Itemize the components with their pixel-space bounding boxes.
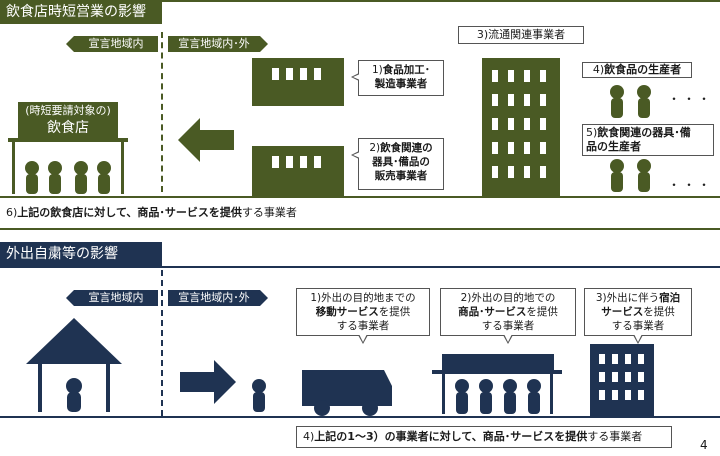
section1-tag-inout: 宣言地域内･外 bbox=[168, 36, 268, 52]
restaurant-icon bbox=[8, 102, 128, 194]
ellipsis: ・・・ bbox=[668, 92, 714, 106]
page-number: 4 bbox=[700, 438, 708, 452]
ellipsis: ・・・ bbox=[668, 178, 714, 192]
hotel-icon bbox=[590, 344, 654, 416]
arrow-left-icon bbox=[178, 118, 234, 162]
people-icon bbox=[610, 159, 651, 192]
truck-icon bbox=[302, 370, 392, 416]
section2-divider bbox=[161, 270, 163, 416]
section1-title: 飲食店時短営業の影響 bbox=[0, 2, 162, 24]
callout-destination-service: 2)外出の目的地での 商品･サービスを提供 する事業者 bbox=[440, 288, 576, 344]
people-icon bbox=[610, 85, 651, 118]
section1-tag-inside: 宣言地域内 bbox=[66, 36, 158, 52]
section2-tag-inside: 宣言地域内 bbox=[66, 290, 158, 306]
person-icon bbox=[252, 379, 266, 412]
callout-lodging-service: 3)外出に伴う宿泊 サービスを提供 する事業者 bbox=[584, 288, 692, 344]
callout-food-processing: 1)食品加工･ 製造事業者 bbox=[351, 60, 444, 96]
factory-icon bbox=[252, 146, 344, 196]
factory-icon bbox=[252, 58, 344, 106]
office-building-icon bbox=[482, 58, 560, 196]
distribution-label: 3)流通関連事業者 bbox=[458, 26, 584, 44]
arrow-right-icon bbox=[180, 360, 236, 404]
section1-footer: 6)上記の飲食店に対して、商品･サービスを提供する事業者 bbox=[0, 196, 720, 230]
equipment-producers-label: 5)飲食関連の器具･備 品の生産者 bbox=[582, 124, 714, 156]
section2-footer: 4)上記の1～3）の事業者に対して、商品･サービスを提供する事業者 bbox=[296, 426, 672, 448]
section2-tag-inout: 宣言地域内･外 bbox=[168, 290, 268, 306]
callout-mobility-service: 1)外出の目的地までの 移動サービスを提供 する事業者 bbox=[296, 288, 430, 344]
callout-equipment-sales: 2)飲食関連の 器具･備品の 販売事業者 bbox=[351, 138, 444, 190]
section1-top-border bbox=[0, 0, 720, 2]
restaurant-label: 飲食店 bbox=[47, 120, 89, 136]
restaurant-sublabel: (時短要請対象の) bbox=[25, 104, 111, 117]
section2-title-underline bbox=[0, 266, 720, 268]
section2-footer-line bbox=[0, 416, 720, 418]
store-icon bbox=[432, 354, 562, 414]
section1-divider bbox=[161, 32, 163, 192]
house-icon bbox=[26, 318, 122, 412]
producers-label: 4)飲食品の生産者 bbox=[582, 62, 692, 78]
section2-title: 外出自粛等の影響 bbox=[0, 242, 162, 266]
